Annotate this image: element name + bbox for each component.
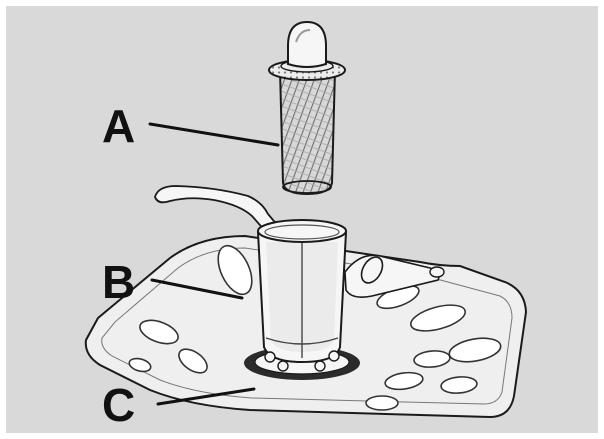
plate-perforations	[128, 244, 502, 411]
leader-line-c	[156, 387, 256, 406]
leader-line-b	[150, 278, 244, 300]
callout-label-c: C	[102, 379, 135, 431]
cylinder-feet	[264, 350, 340, 372]
leader-line-a	[148, 122, 280, 147]
coarse-filter-cylinder	[154, 185, 348, 372]
fine-mesh-filter	[268, 20, 346, 196]
callout-label-b: B	[102, 256, 135, 308]
callout-label-a: A	[102, 100, 135, 152]
